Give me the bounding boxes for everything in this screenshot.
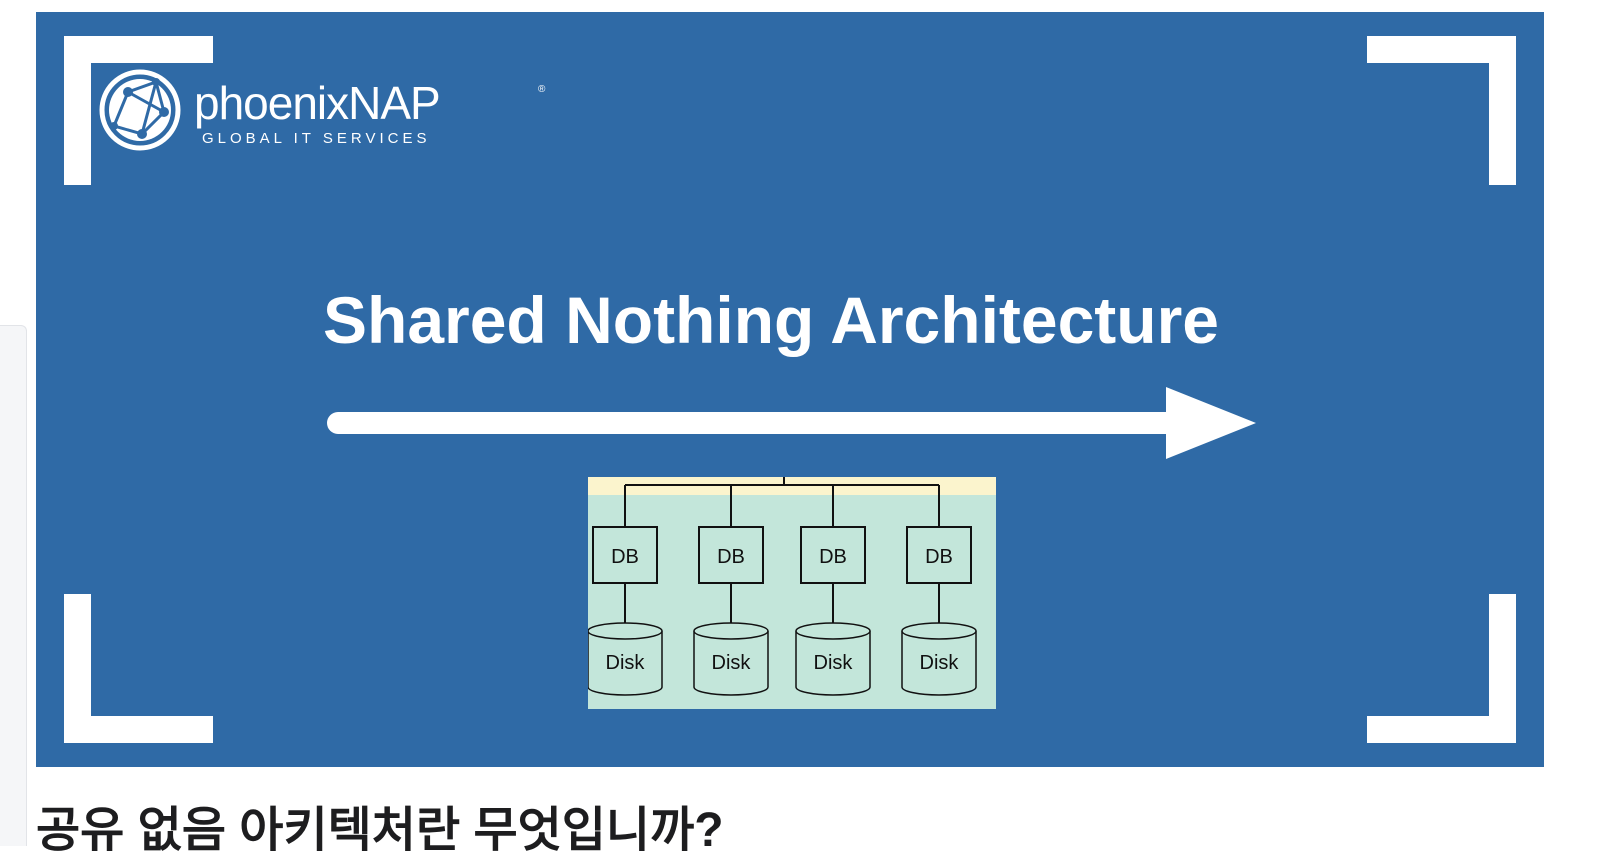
page-title: 공유 없음 아키텍처란 무엇입니까? <box>36 804 724 857</box>
disk-cylinder <box>693 631 769 696</box>
disk-cylinder-top <box>795 622 871 640</box>
db-box <box>906 526 972 584</box>
brand-name: phoenixNAP <box>194 77 441 129</box>
db-label: DB <box>925 546 953 568</box>
corner-frame-top-right <box>1367 36 1516 185</box>
hero-title: Shared Nothing Architecture <box>323 283 1219 357</box>
db-box <box>800 526 866 584</box>
side-panel <box>0 325 27 846</box>
shared-nothing-diagram: DB Disk DB Disk DB Disk DB Disk <box>588 477 996 709</box>
disk-label: Disk <box>920 652 960 674</box>
disk-label: Disk <box>712 652 752 674</box>
db-label: DB <box>717 546 745 568</box>
corner-frame-bottom-left <box>64 594 213 743</box>
disk-cylinder <box>588 631 663 696</box>
disk-label: Disk <box>606 652 646 674</box>
hero-banner: phoenixNAP ® GLOBAL IT SERVICES Shared N… <box>36 12 1544 767</box>
db-label: DB <box>611 546 639 568</box>
db-box <box>592 526 658 584</box>
db-label: DB <box>819 546 847 568</box>
corner-frame-bottom-right <box>1367 594 1516 743</box>
brand-registered-mark: ® <box>538 84 546 95</box>
disk-cylinder-top <box>588 622 663 640</box>
corner-frame-top-left <box>64 36 213 185</box>
db-box <box>698 526 764 584</box>
disk-cylinder <box>901 631 977 696</box>
disk-cylinder-top <box>901 622 977 640</box>
brand-tagline: GLOBAL IT SERVICES <box>202 130 431 147</box>
phoenix-globe-logo-icon <box>99 69 181 151</box>
arrow-right-icon <box>327 387 1256 459</box>
disk-label: Disk <box>814 652 854 674</box>
disk-cylinder-top <box>693 622 769 640</box>
disk-cylinder <box>795 631 871 696</box>
